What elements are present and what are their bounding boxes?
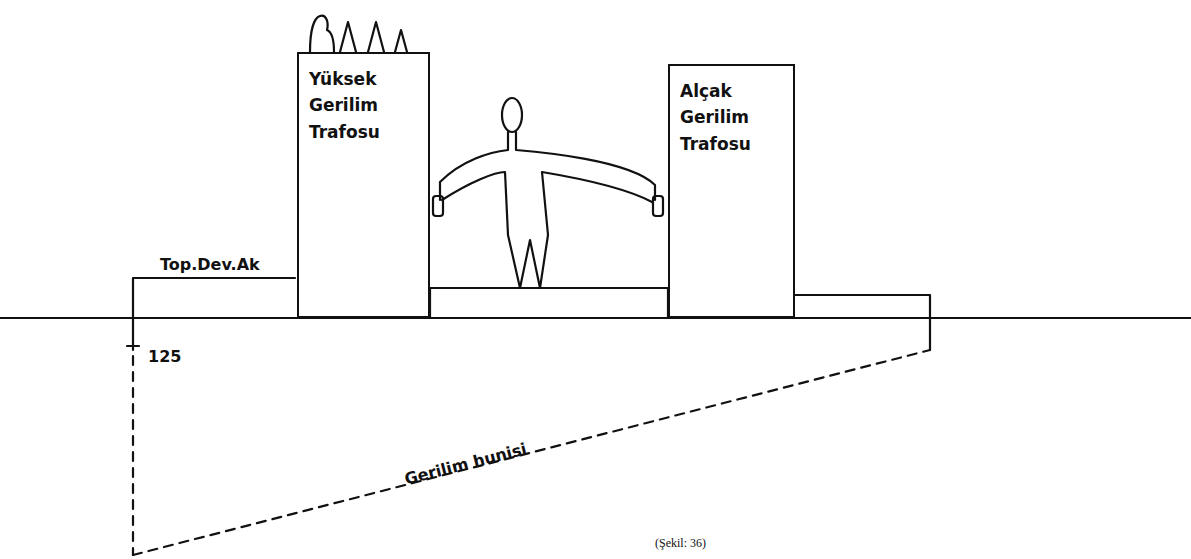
- bushing: [368, 22, 384, 52]
- ground-conductor: [795, 295, 930, 350]
- box-label: Yüksek Gerilim Trafosu: [299, 54, 397, 145]
- insulating-plate: [430, 288, 668, 318]
- ground-conductor: [133, 278, 295, 318]
- dimension-label: 125: [148, 347, 181, 366]
- low-voltage-transformer: Alçak Gerilim Trafosu: [668, 64, 795, 318]
- funnel-label: Gerilim hunisi: [403, 439, 529, 489]
- voltage-funnel: [133, 350, 930, 555]
- bushing: [395, 30, 407, 52]
- tick: [127, 345, 139, 347]
- conductor-label: Top.Dev.Ak: [160, 255, 260, 274]
- box-label: Alçak Gerilim Trafosu: [670, 66, 768, 157]
- person: [433, 98, 663, 288]
- high-voltage-transformer: Yüksek Gerilim Trafosu: [297, 52, 430, 318]
- bushing: [340, 22, 356, 52]
- bushing: [310, 16, 334, 52]
- figure-caption: (Şekil: 36): [655, 536, 706, 551]
